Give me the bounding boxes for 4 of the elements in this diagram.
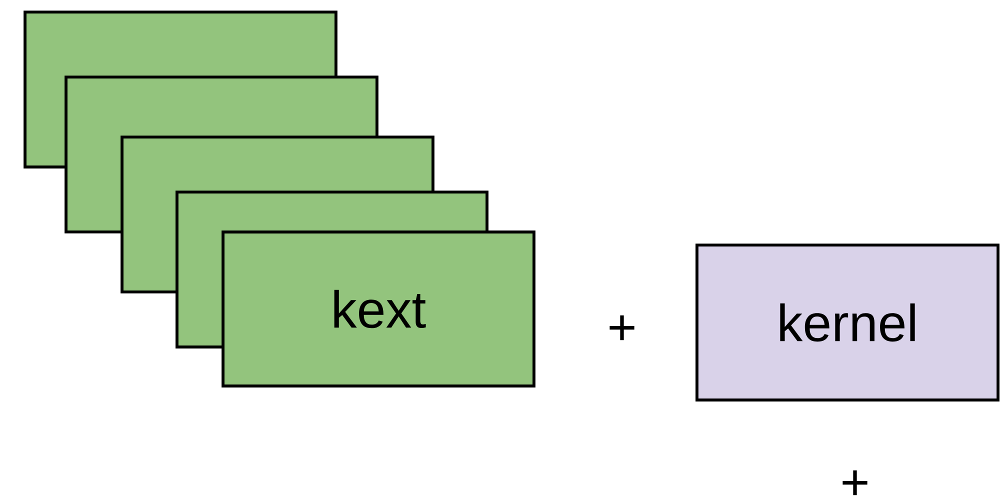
text-box: kernel <box>696 244 1000 402</box>
plus-sign: + <box>610 315 634 340</box>
plus-sign: + <box>842 470 868 496</box>
text-box: kext <box>222 230 536 388</box>
